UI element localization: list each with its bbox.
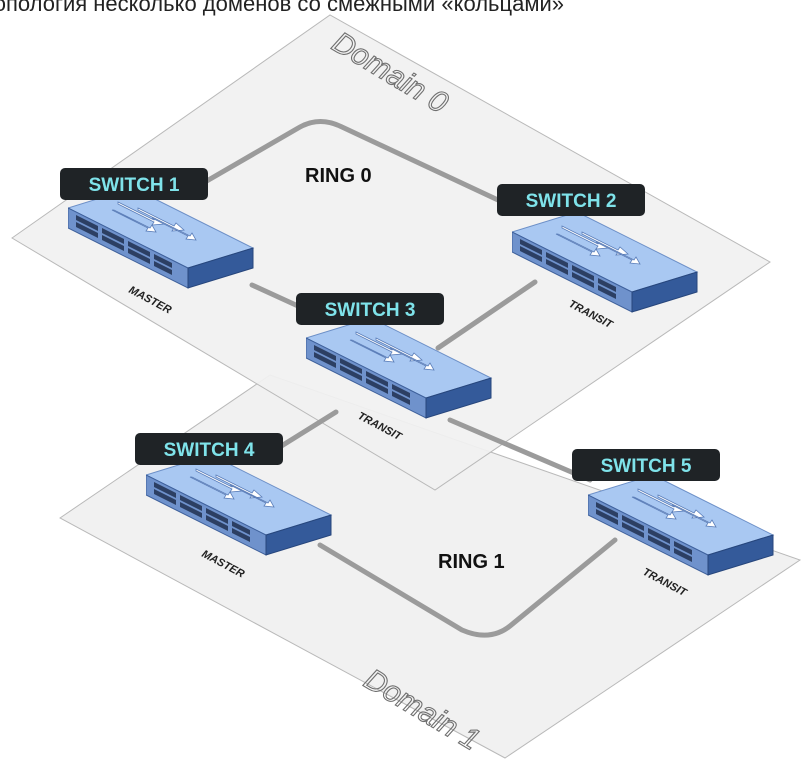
diagram-caption: Топология несколько доменов со смежными …	[0, 0, 564, 16]
domain-0-plane	[11, 14, 771, 491]
switch-3-label: SWITCH 3	[296, 293, 444, 325]
domain-1-plane	[59, 374, 802, 759]
svg-text:SWITCH 4: SWITCH 4	[164, 440, 255, 461]
switch-4-label: SWITCH 4	[135, 433, 283, 465]
switch-5-label: SWITCH 5	[572, 449, 720, 481]
svg-text:SWITCH 5: SWITCH 5	[601, 456, 692, 477]
ring-1-label: RING 1	[438, 551, 505, 573]
svg-text:SWITCH 3: SWITCH 3	[325, 300, 416, 321]
svg-text:SWITCH 2: SWITCH 2	[526, 191, 617, 212]
switch-1-label: SWITCH 1	[60, 168, 208, 200]
ring-0-label: RING 0	[305, 165, 372, 187]
ring-1-links	[272, 409, 618, 638]
ring-0-links	[202, 119, 538, 351]
svg-text:SWITCH 1: SWITCH 1	[89, 175, 180, 196]
switch-2-label: SWITCH 2	[497, 184, 645, 216]
